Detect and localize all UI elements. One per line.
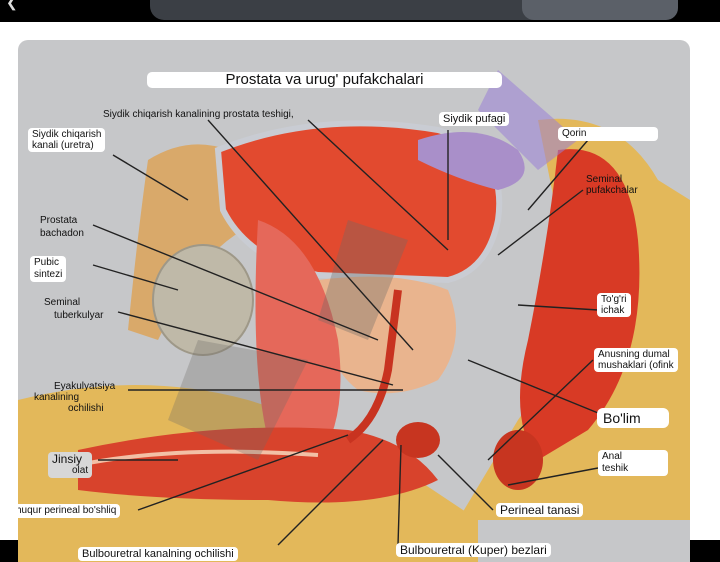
label-anus-line2: teshik [602, 463, 629, 474]
label-seminal-vesicles-line1: Seminal [586, 174, 623, 185]
label-seminal-tubercle-line1: Seminal [44, 297, 81, 308]
label-pubic: Pubic sintezi [30, 256, 67, 282]
label-urethra-line2: kanali (uretra) [32, 140, 94, 151]
seminal-vesicle [418, 132, 525, 190]
label-abdomen: Qorin [558, 127, 658, 141]
label-bulbourethral-glands: Bulbouretral (Kuper) bezlari [396, 543, 551, 557]
label-anal-muscles-line2: mushaklari (ofink [598, 360, 674, 371]
label-bulbourethral-duct: Bulbouretral kanalning ochilishi [78, 547, 238, 561]
slide: Prostata va urug' pufakchalari Siydik ch… [0, 22, 720, 562]
anatomy-illustration [18, 70, 690, 562]
label-anal-muscles: Anusning dumal mushaklari (ofink [594, 348, 678, 372]
label-perineal-body: Perineal tanasi [496, 503, 584, 517]
anal-sphincter [493, 430, 543, 490]
label-prostate-line1: Prostata [40, 215, 78, 226]
watermark-shape [478, 70, 578, 170]
label-pubic-line1: Pubic [34, 257, 60, 268]
pelvic-tissue [255, 220, 341, 470]
back-arrow-icon[interactable]: ❮ [6, 0, 18, 10]
label-urethra-line1: Siydik chiqarish [32, 129, 102, 140]
label-rectum-line1: To'g'ri [601, 294, 627, 305]
label-perineal-space: huqur perineal bo'shliq [18, 504, 121, 518]
label-penis-line1: Jinsiy [52, 452, 83, 466]
illustration-panel: Prostata va urug' pufakchalari Siydik ch… [18, 40, 690, 562]
label-ejaculatory-duct: Eyakulyatsiya kanalining ochilishi [34, 381, 115, 414]
top-pill-segment[interactable] [522, 0, 678, 20]
top-pill [150, 0, 678, 20]
label-seminal-tubercle-line2: tuberkulyar [54, 310, 104, 321]
label-pubic-line2: sintezi [34, 269, 63, 280]
label-ejaculatory-line1: Eyakulyatsiya [54, 381, 116, 392]
leader-lines [92, 119, 604, 546]
label-urethra: Siydik chiqarish kanali (uretra) [28, 128, 106, 152]
label-ejaculatory-line2: kanalining [34, 392, 80, 403]
penis-shaft [78, 427, 438, 503]
label-anal-muscles-line1: Anusning dumal [598, 349, 670, 360]
label-penis-line2: olat [72, 465, 89, 476]
watermark-shape [168, 340, 308, 460]
label-section: Bo'lim [597, 408, 669, 428]
watermark-shape [318, 220, 408, 340]
label-seminal-vesicles-line2: pufakchalar [586, 185, 638, 196]
label-prostate: Prostata bachadon [40, 214, 84, 240]
label-urethra-opening: Siydik chiqarish kanalining prostata tes… [103, 109, 294, 120]
prostatic-urethra [345, 289, 402, 444]
diagram-title: Prostata va urug' pufakchalari [147, 72, 502, 88]
prostate [318, 276, 456, 394]
label-prostate-line2: bachadon [40, 228, 84, 239]
label-penis: Jinsiy olat [48, 452, 93, 478]
label-anus: Anal teshik [598, 450, 668, 476]
top-bar: ❮ [0, 0, 720, 24]
rectum [520, 149, 640, 460]
label-seminal-vesicles: Seminal pufakchalar [586, 174, 638, 196]
bulbourethral-gland [396, 422, 440, 458]
label-seminal-tubercle: Seminal tuberkulyar [44, 296, 103, 322]
label-ejaculatory-line3: ochilishi [68, 403, 104, 414]
label-rectum-line2: ichak [601, 305, 625, 316]
label-anus-line1: Anal [602, 451, 623, 462]
label-bladder: Siydik pufagi [439, 112, 510, 126]
label-rectum: To'g'ri ichak [597, 293, 631, 317]
pubic-bone [152, 244, 254, 356]
